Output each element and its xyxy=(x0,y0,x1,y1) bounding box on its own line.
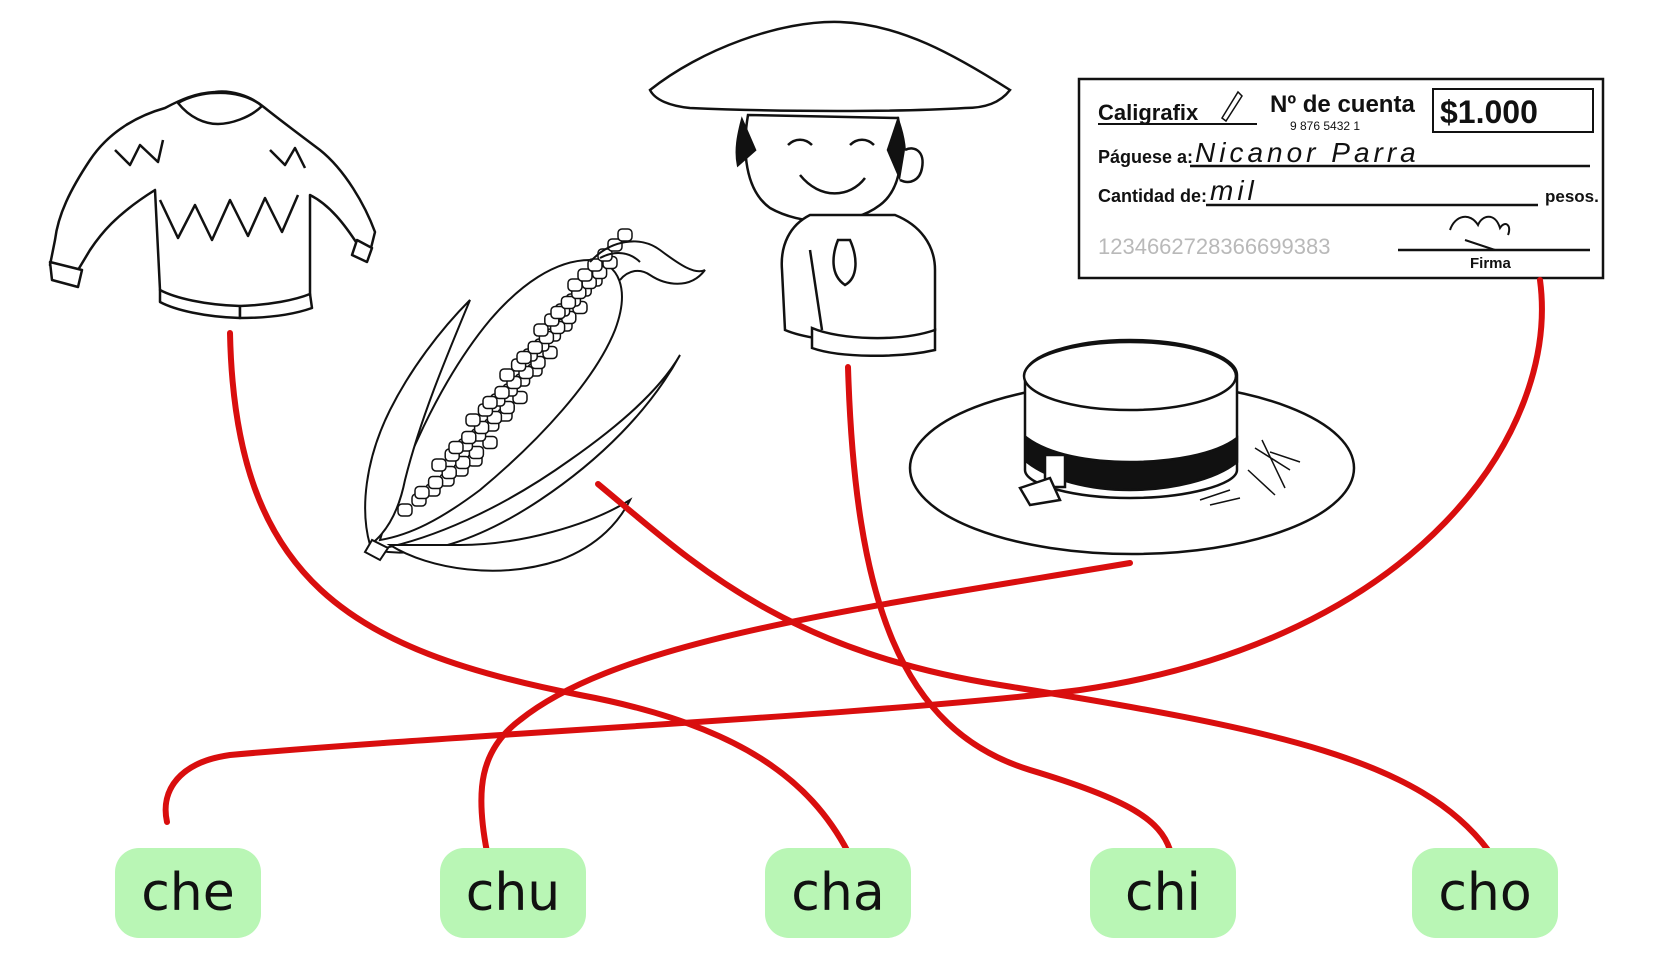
corn-kernel xyxy=(577,268,593,282)
corn-kernel xyxy=(468,445,485,460)
syllable-cho[interactable]: cho xyxy=(1412,848,1558,938)
syllable-che[interactable]: che xyxy=(115,848,261,938)
cheque-payee-label: Páguese a: xyxy=(1098,147,1193,167)
corn-kernel xyxy=(587,258,603,272)
corn-kernel xyxy=(482,435,498,450)
cheque-account-number: 9 876 5432 1 xyxy=(1290,119,1360,133)
corn-kernel xyxy=(427,475,444,490)
syllable-chu[interactable]: chu xyxy=(440,848,586,938)
line-cheque-to-che xyxy=(162,277,1545,825)
corn-kernel xyxy=(533,323,549,337)
cheque-quantity-label: Cantidad de: xyxy=(1098,186,1207,206)
cheque-pesos-label: pesos. xyxy=(1545,187,1599,206)
corn-kernel xyxy=(550,305,566,320)
line-boy-to-chi xyxy=(845,364,1173,853)
corn-kernel xyxy=(414,485,430,500)
cheque-account-label: Nº de cuenta xyxy=(1270,91,1415,118)
syllable-chi[interactable]: chi xyxy=(1090,848,1236,938)
corn-kernel xyxy=(527,340,543,355)
corn-kernel xyxy=(567,278,583,292)
straw-hat-illustration[interactable] xyxy=(908,338,1356,556)
corn-kernel xyxy=(494,385,510,400)
corn-kernel xyxy=(431,458,447,472)
cheque-bank-name: Caligrafix xyxy=(1098,100,1199,125)
matching-lines xyxy=(162,277,1545,855)
corn-illustration[interactable] xyxy=(363,228,706,572)
cheque-illustration[interactable] xyxy=(1077,77,1605,280)
corn-kernels xyxy=(397,228,633,517)
corn-kernel xyxy=(482,395,498,410)
corn-kernel xyxy=(560,295,577,310)
syllable-cha[interactable]: cha xyxy=(765,848,911,938)
cheque-amount: $1.000 xyxy=(1440,94,1538,130)
corn-kernel xyxy=(448,440,464,455)
corn-kernel xyxy=(397,503,413,517)
cheque-payee: Nicanor Parra xyxy=(1195,137,1420,168)
sweater-illustration[interactable] xyxy=(48,90,377,320)
boy-with-hat-illustration[interactable] xyxy=(648,20,1012,357)
corn-kernel xyxy=(617,228,633,242)
line-corn-to-cho xyxy=(595,481,1491,853)
line-sweater-to-cha xyxy=(227,330,851,855)
cheque-quantity: mil xyxy=(1210,175,1258,206)
corn-kernel xyxy=(455,455,471,470)
cheque-signature-label: Firma xyxy=(1470,255,1512,272)
line-hat-to-chu xyxy=(478,560,1133,855)
corn-kernel xyxy=(516,350,532,365)
corn-kernel xyxy=(499,368,515,382)
corn-kernel xyxy=(465,413,481,427)
corn-kernel xyxy=(461,430,477,445)
cheque-serial: 1234662728366699383 xyxy=(1098,234,1330,259)
